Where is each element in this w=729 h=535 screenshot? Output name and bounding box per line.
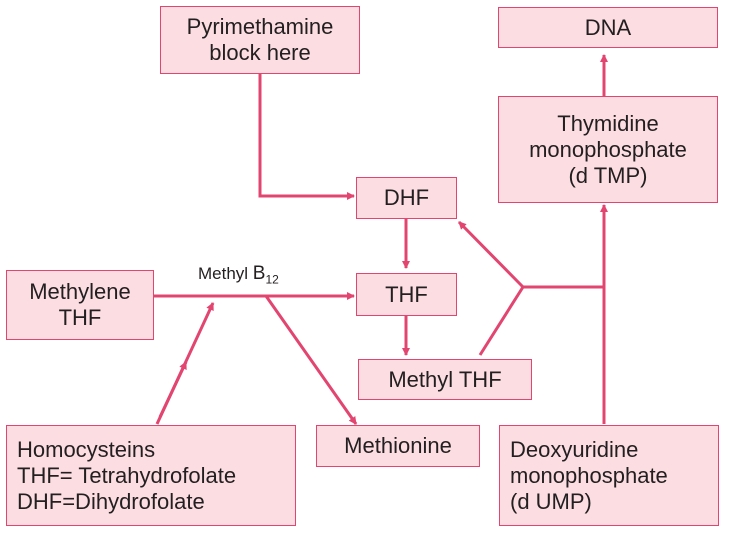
dhf-label: DHF <box>383 185 430 210</box>
homocysteins-line1: Homocysteins <box>17 436 156 462</box>
dna-box: DNA <box>498 7 718 48</box>
methionine-box: Methionine <box>316 425 480 467</box>
methyl-b12-subscript: 12 <box>265 272 279 287</box>
thf-box: THF <box>356 273 457 316</box>
methyl-b12-prefix: Methyl <box>198 264 253 283</box>
arrow-b12-to-methionine <box>264 295 358 425</box>
methylene-thf-box: Methylene THF <box>6 270 154 340</box>
arrow-branch-to-dhf <box>457 220 525 289</box>
branch-line-methyl-thf <box>478 286 525 356</box>
arrow-pyrimethamine-to-dhf <box>258 74 355 200</box>
dump-box: Deoxyuridine monophosphate (d UMP) <box>499 425 719 526</box>
homocysteins-box: Homocysteins THF= Tetrahydrofolate DHF=D… <box>6 425 296 526</box>
dtmp-line1: Thymidine <box>557 110 659 136</box>
methylene-thf-line2: THF <box>58 305 102 330</box>
dtmp-line3: (d TMP) <box>568 162 648 188</box>
methionine-label: Methionine <box>344 433 452 458</box>
dhf-box: DHF <box>356 177 457 219</box>
dhf-definition: DHF=Dihydrofolate <box>17 488 205 514</box>
pyrimethamine-line2: block here <box>209 40 311 65</box>
methyl-thf-box: Methyl THF <box>358 359 532 400</box>
dump-line2: monophosphate <box>510 462 668 488</box>
arrow-homocysteins-midpoint <box>158 361 188 418</box>
dump-line1: Deoxyuridine <box>510 436 639 462</box>
methyl-b12-label: Methyl B12 <box>198 263 279 286</box>
methyl-b12-letter: B <box>252 263 266 284</box>
methylene-thf-line1: Methylene <box>29 279 131 304</box>
thf-label: THF <box>385 281 428 307</box>
dna-label: DNA <box>584 14 632 40</box>
pyrimethamine-box: Pyrimethamine block here <box>160 6 360 74</box>
thf-definition: THF= Tetrahydrofolate <box>17 462 237 488</box>
methyl-thf-label: Methyl THF <box>388 366 502 392</box>
dump-line3: (d UMP) <box>510 488 592 514</box>
dtmp-line2: monophosphate <box>529 136 687 162</box>
dtmp-box: Thymidine monophosphate (d TMP) <box>498 96 718 203</box>
pyrimethamine-line1: Pyrimethamine <box>186 14 334 39</box>
